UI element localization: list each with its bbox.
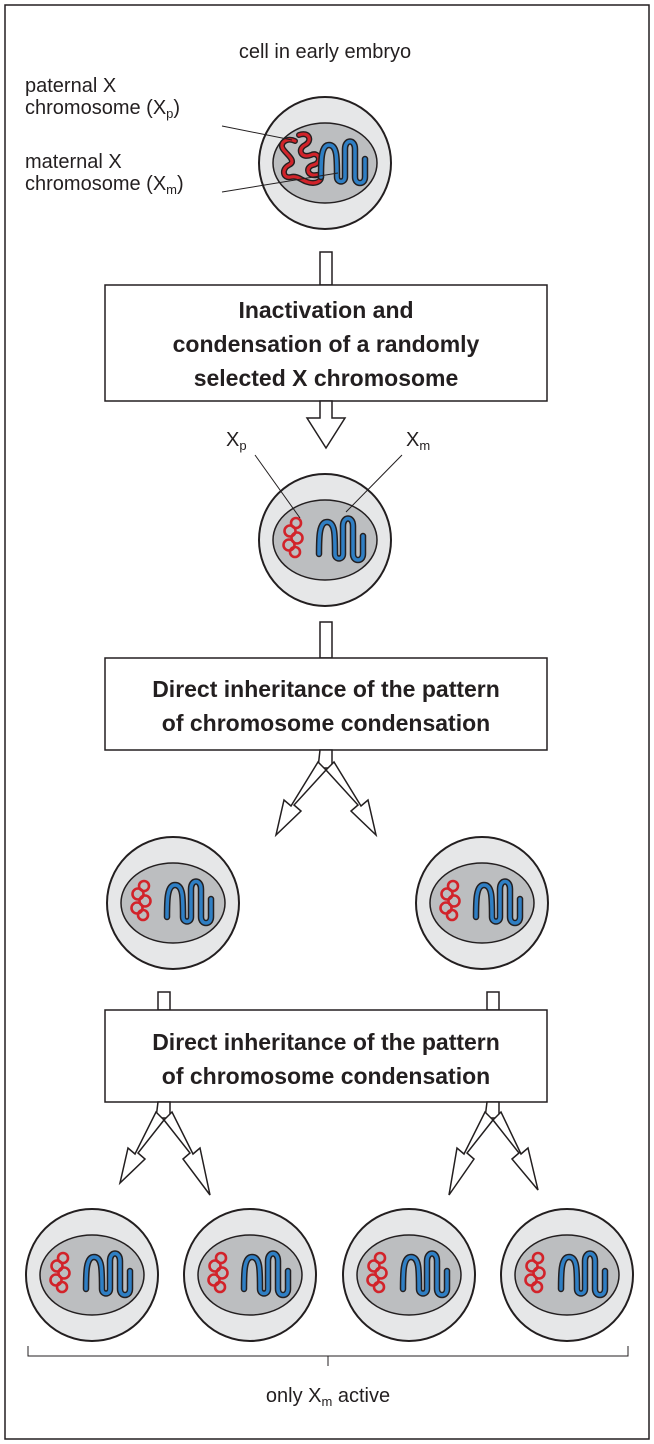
split-arrow-middle: [274, 749, 378, 838]
bottom-label: only Xm active: [266, 1385, 390, 1409]
step1-line2: condensation of a randomly: [173, 331, 480, 357]
arrow-down-3: [319, 621, 333, 659]
granddaughter-cell-2: [184, 1209, 316, 1341]
step2-box: Direct inheritance of the pattern of chr…: [104, 657, 548, 751]
maternal-label: maternal X: [25, 151, 122, 173]
arrow-down-2: [305, 400, 347, 450]
granddaughter-cell-3: [343, 1209, 475, 1341]
paternal-label: paternal X: [25, 75, 116, 97]
granddaughter-cell-1: [26, 1209, 158, 1341]
early-embryo-cell: [259, 97, 391, 229]
step1-line3: selected X chromosome: [194, 365, 459, 391]
split-arrow-right: [448, 1101, 539, 1196]
daughter-cell-right: [416, 837, 548, 969]
xp-pointer-line: [254, 454, 301, 519]
step1-box: Inactivation and condensation of a rando…: [104, 284, 548, 402]
maternal-pointer-line: [221, 172, 339, 193]
arrow-down-4-left: [157, 991, 171, 1011]
step2-line1: Direct inheritance of the pattern: [152, 676, 500, 702]
top-label: cell in early embryo: [239, 41, 411, 63]
step3-box: Direct inheritance of the pattern of chr…: [104, 1009, 548, 1103]
paternal-label-line2: chromosome (Xp): [25, 97, 180, 121]
xm-label: Xm: [406, 429, 430, 453]
granddaughter-cell-4: [501, 1209, 633, 1341]
step3-line2: of chromosome condensation: [162, 1063, 490, 1089]
maternal-label-line2: chromosome (Xm): [25, 173, 184, 197]
bottom-bracket: [27, 1346, 629, 1366]
paternal-pointer-line: [221, 125, 293, 141]
inactivated-cell: [259, 474, 391, 606]
step2-line2: of chromosome condensation: [162, 710, 490, 736]
step1-line1: Inactivation and: [238, 297, 413, 323]
xm-pointer-line: [345, 454, 403, 513]
arrow-down-4-right: [486, 991, 500, 1011]
split-arrow-left: [118, 1101, 211, 1196]
xp-label: Xp: [226, 429, 247, 453]
step3-line1: Direct inheritance of the pattern: [152, 1029, 500, 1055]
daughter-cell-left: [107, 837, 239, 969]
arrow-down-1: [319, 251, 333, 286]
